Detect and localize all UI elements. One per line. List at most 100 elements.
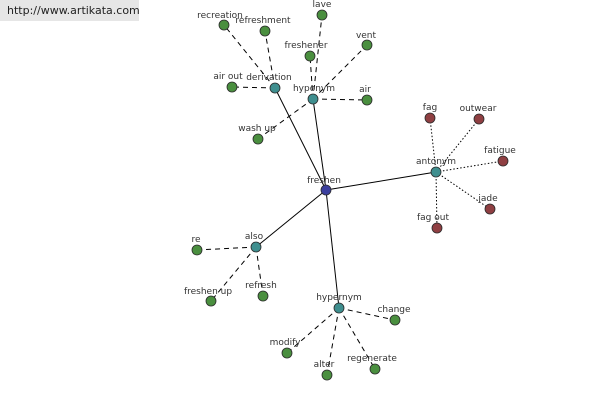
node-circle-freshener[interactable] bbox=[304, 50, 316, 62]
node-circle-derivation[interactable] bbox=[269, 82, 281, 94]
edges bbox=[196, 14, 504, 376]
node-hypernym[interactable]: hypernym bbox=[316, 293, 362, 314]
node-circle-jade[interactable] bbox=[484, 203, 496, 215]
node-circle-recreation[interactable] bbox=[218, 19, 230, 31]
node-jade[interactable]: jade bbox=[477, 194, 498, 215]
node-change[interactable]: change bbox=[377, 305, 411, 326]
node-circle-wash-up[interactable] bbox=[252, 133, 264, 145]
edge-hypernym-alter bbox=[326, 307, 340, 376]
node-circle-freshen[interactable] bbox=[320, 184, 332, 196]
site-banner: http://www.artikata.com bbox=[0, 0, 140, 21]
node-label-outwear: outwear bbox=[460, 104, 497, 114]
edge-derivation-refreshment bbox=[264, 30, 276, 89]
edge-also-freshen-up bbox=[210, 246, 257, 302]
edge-also-re bbox=[196, 246, 257, 251]
node-label-hypernym: hypernym bbox=[316, 293, 362, 303]
node-re[interactable]: re bbox=[191, 235, 203, 256]
node-label-jade: jade bbox=[477, 194, 498, 204]
node-label-change: change bbox=[377, 305, 411, 315]
edge-freshen-hyponym bbox=[312, 98, 327, 191]
edge-freshen-derivation bbox=[274, 87, 327, 191]
edge-derivation-recreation bbox=[223, 24, 276, 89]
node-circle-change[interactable] bbox=[389, 314, 401, 326]
node-circle-refresh[interactable] bbox=[257, 290, 269, 302]
node-circle-also[interactable] bbox=[250, 241, 262, 253]
node-circle-modify[interactable] bbox=[281, 347, 293, 359]
node-freshen[interactable]: freshen bbox=[307, 176, 341, 196]
node-lave[interactable]: lave bbox=[313, 0, 332, 21]
edge-freshen-also bbox=[255, 189, 327, 248]
node-label-wash-up: wash up bbox=[238, 124, 276, 134]
node-label-recreation: recreation bbox=[197, 11, 243, 21]
node-alter[interactable]: alter bbox=[314, 360, 335, 381]
node-label-derivation: derivation bbox=[246, 73, 292, 83]
node-label-fag-out: fag out bbox=[417, 213, 449, 223]
edge-freshen-antonym bbox=[325, 171, 437, 191]
edge-hypernym-regenerate bbox=[338, 307, 376, 370]
node-label-also: also bbox=[245, 232, 264, 242]
edge-antonym-outwear bbox=[435, 118, 480, 173]
node-label-fag: fag bbox=[423, 103, 437, 113]
node-circle-antonym[interactable] bbox=[430, 166, 442, 178]
node-label-refresh: refresh bbox=[245, 281, 277, 291]
node-label-fatigue: fatigue bbox=[484, 146, 516, 156]
node-label-antonym: antonym bbox=[416, 157, 456, 167]
node-refreshment[interactable]: refreshment bbox=[235, 16, 291, 37]
node-circle-re[interactable] bbox=[191, 244, 203, 256]
node-circle-regenerate[interactable] bbox=[369, 363, 381, 375]
node-label-freshen: freshen bbox=[307, 176, 341, 186]
node-label-air: air bbox=[359, 85, 371, 95]
node-vent[interactable]: vent bbox=[356, 31, 377, 51]
node-antonym[interactable]: antonym bbox=[416, 157, 456, 178]
node-air[interactable]: air bbox=[359, 85, 373, 106]
node-freshener[interactable]: freshener bbox=[284, 41, 328, 62]
edge-antonym-fag-out bbox=[435, 171, 438, 229]
node-freshen-up[interactable]: freshen up bbox=[184, 287, 232, 307]
site-url[interactable]: http://www.artikata.com bbox=[7, 4, 140, 17]
node-outwear[interactable]: outwear bbox=[460, 104, 497, 125]
node-circle-air-out[interactable] bbox=[226, 81, 238, 93]
node-circle-hypernym[interactable] bbox=[333, 302, 345, 314]
node-label-alter: alter bbox=[314, 360, 335, 370]
edge-hypernym-modify bbox=[286, 307, 340, 354]
node-circle-freshen-up[interactable] bbox=[205, 295, 217, 307]
node-fatigue[interactable]: fatigue bbox=[484, 146, 516, 167]
node-label-hyponym: hyponym bbox=[293, 84, 335, 94]
edge-derivation-air-out bbox=[231, 86, 276, 89]
node-wash-up[interactable]: wash up bbox=[238, 124, 276, 145]
node-circle-vent[interactable] bbox=[361, 39, 373, 51]
node-derivation[interactable]: derivation bbox=[246, 73, 292, 94]
node-air-out[interactable]: air out bbox=[213, 72, 243, 93]
node-label-regenerate: regenerate bbox=[347, 354, 397, 364]
node-circle-refreshment[interactable] bbox=[259, 25, 271, 37]
node-fag[interactable]: fag bbox=[423, 103, 437, 124]
node-circle-hyponym[interactable] bbox=[307, 93, 319, 105]
edge-antonym-jade bbox=[435, 171, 491, 210]
node-label-re: re bbox=[191, 235, 201, 245]
node-circle-fag[interactable] bbox=[424, 112, 436, 124]
node-hyponym[interactable]: hyponym bbox=[293, 84, 335, 105]
node-label-air-out: air out bbox=[213, 72, 243, 82]
node-refresh[interactable]: refresh bbox=[245, 281, 277, 302]
node-label-lave: lave bbox=[313, 0, 332, 10]
node-circle-fatigue[interactable] bbox=[497, 155, 509, 167]
node-label-modify: modify bbox=[270, 338, 301, 348]
edge-hyponym-wash-up bbox=[257, 98, 314, 140]
node-circle-air[interactable] bbox=[361, 94, 373, 106]
edge-antonym-fatigue bbox=[435, 160, 504, 173]
node-fag-out[interactable]: fag out bbox=[417, 213, 449, 234]
node-circle-lave[interactable] bbox=[316, 9, 328, 21]
node-regenerate[interactable]: regenerate bbox=[347, 354, 397, 375]
node-label-vent: vent bbox=[356, 31, 377, 41]
node-circle-alter[interactable] bbox=[321, 369, 333, 381]
node-label-freshener: freshener bbox=[284, 41, 327, 51]
node-circle-fag-out[interactable] bbox=[431, 222, 443, 234]
edge-freshen-hypernym bbox=[325, 189, 340, 309]
node-circle-outwear[interactable] bbox=[473, 113, 485, 125]
node-recreation[interactable]: recreation bbox=[197, 11, 243, 31]
node-modify[interactable]: modify bbox=[270, 338, 301, 359]
edge-hyponym-air bbox=[312, 98, 368, 101]
node-also[interactable]: also bbox=[245, 232, 264, 253]
